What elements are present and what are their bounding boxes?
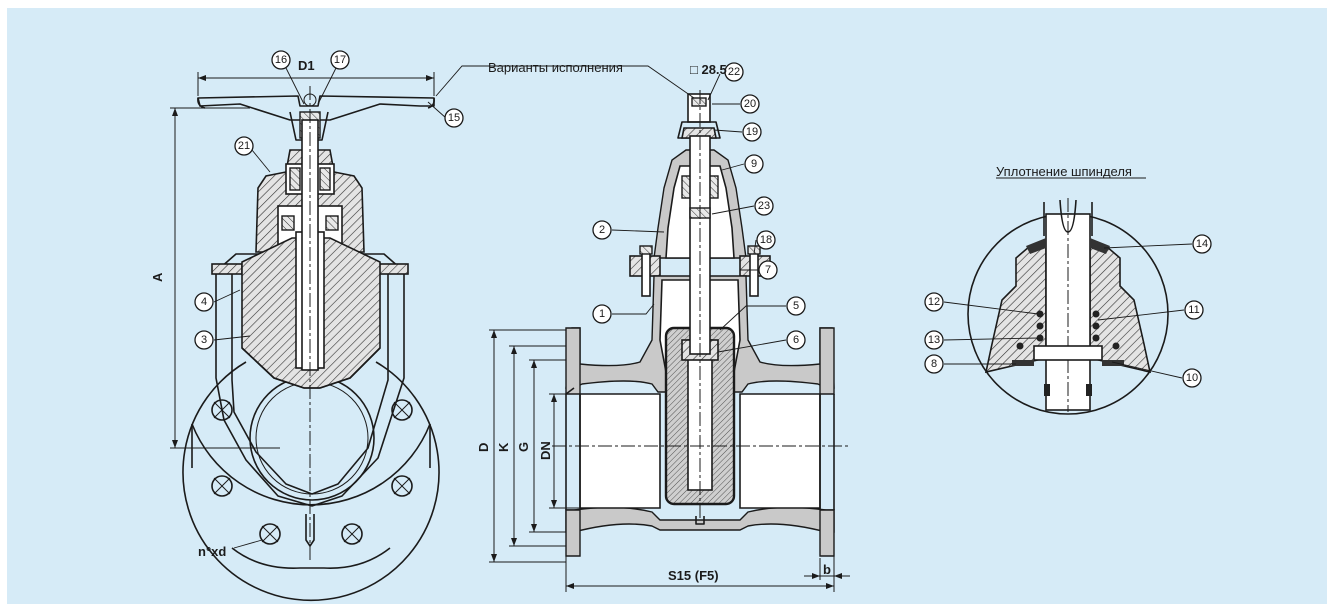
- callout-15: 15: [448, 112, 460, 124]
- callout-11: 11: [1188, 304, 1199, 316]
- callout-1: 1: [599, 308, 605, 320]
- callout-18: 18: [760, 234, 772, 246]
- callout-4: 4: [201, 296, 207, 308]
- callout-9: 9: [751, 158, 757, 170]
- flange-side: [182, 361, 440, 601]
- variants-caption: Варианты исполнения: [488, 60, 623, 75]
- callout-17: 17: [334, 54, 346, 66]
- callout-6: 6: [793, 334, 799, 346]
- callout-16: 16: [275, 54, 287, 66]
- callout-7: 7: [765, 264, 771, 276]
- dim-b-label: b: [823, 562, 831, 577]
- dim-d1-label: D1: [298, 58, 315, 73]
- callout-19: 19: [746, 126, 758, 138]
- dimension-lines: [489, 329, 850, 592]
- callout-8: 8: [931, 358, 937, 370]
- side-view: [170, 72, 440, 601]
- labels: D1 A Варианты исполнения □ 28.5 Уплотнен…: [150, 58, 1132, 583]
- dim-g-label: G: [516, 442, 531, 452]
- o-rings: [1016, 310, 1120, 350]
- callout-13: 13: [928, 334, 940, 346]
- front-section-view: [489, 90, 850, 592]
- dim-dn-label: DN: [538, 441, 553, 460]
- callout-10: 10: [1186, 372, 1198, 384]
- callout-2: 2: [599, 224, 605, 236]
- callout-14: 14: [1196, 238, 1208, 250]
- dim-s15-label: S15 (F5): [668, 568, 719, 583]
- callout-12: 12: [928, 296, 940, 308]
- callout-3: 3: [201, 334, 207, 346]
- leader-lines: [213, 65, 1193, 549]
- callout-21: 21: [238, 140, 250, 152]
- dim-d-label: D: [476, 443, 491, 452]
- callout-5: 5: [793, 300, 799, 312]
- bolt-holes: [211, 399, 413, 545]
- callout-22: 22: [728, 66, 740, 78]
- bolts-label: n°xd: [198, 544, 226, 559]
- stem-top-variant: [677, 93, 721, 139]
- dim-a-label: A: [150, 272, 165, 282]
- callouts: 16 17 15 21 4 3 22 20 19 9 23 2 18 7 1 5…: [194, 50, 1212, 388]
- callout-23: 23: [758, 200, 770, 212]
- spindle-seal-detail: [967, 177, 1169, 415]
- dim-k-label: K: [496, 442, 511, 452]
- dim-square-label: □ 28.5: [690, 62, 727, 77]
- spindle-seal-caption: Уплотнение шпинделя: [996, 164, 1132, 179]
- seal-section: [984, 198, 1152, 412]
- callout-20: 20: [744, 98, 756, 110]
